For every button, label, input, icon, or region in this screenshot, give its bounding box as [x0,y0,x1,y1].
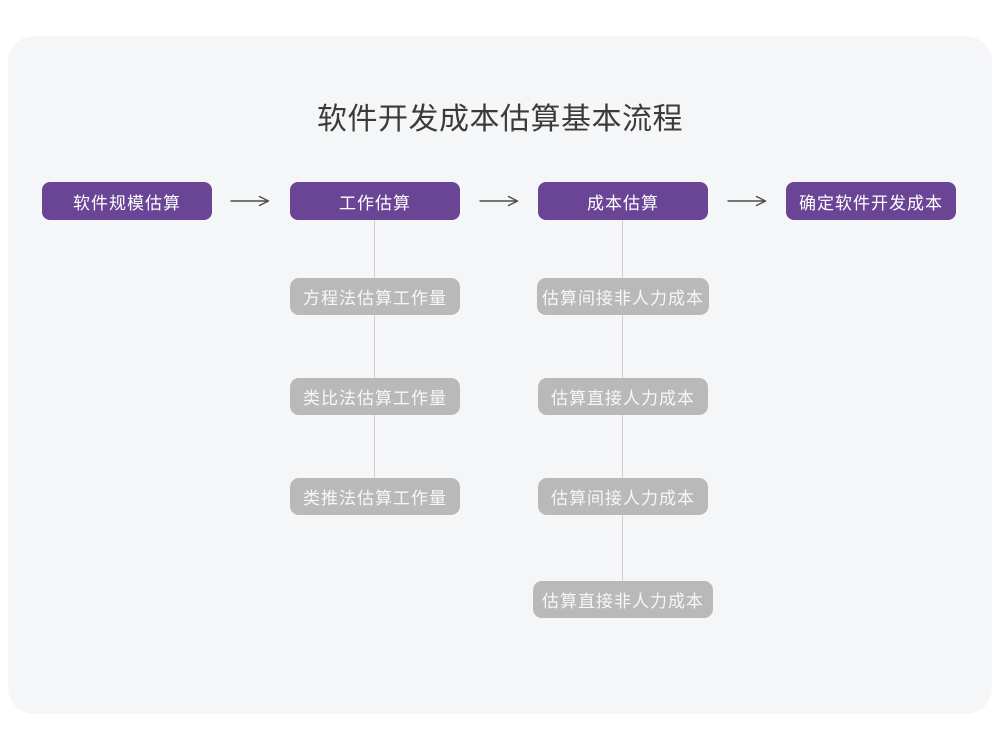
stage-determine-development-cost: 确定软件开发成本 [786,182,956,220]
right-arrow-icon [230,195,270,207]
flowchart-card [8,36,992,714]
right-arrow-path [727,195,767,207]
substep-extrapolation-method-workload: 类推法估算工作量 [290,478,460,515]
substep-equation-method-workload: 方程法估算工作量 [290,278,460,315]
substep-direct-labor-cost: 估算直接人力成本 [538,378,708,415]
substep-indirect-nonlabor-cost: 估算间接非人力成本 [537,278,709,315]
right-arrow-path [479,195,519,207]
right-arrow-path [230,195,270,207]
substep-analogy-method-workload: 类比法估算工作量 [290,378,460,415]
stage-cost-estimation: 成本估算 [538,182,708,220]
substep-direct-nonlabor-cost: 估算直接非人力成本 [533,581,713,618]
stage-software-scale-estimation: 软件规模估算 [42,182,212,220]
right-arrow-icon [727,195,767,207]
page-title: 软件开发成本估算基本流程 [317,103,683,136]
substep-indirect-labor-cost: 估算间接人力成本 [538,478,708,515]
stage-work-estimation: 工作估算 [290,182,460,220]
right-arrow-icon [479,195,519,207]
connector-line-work-estimation [374,220,375,497]
